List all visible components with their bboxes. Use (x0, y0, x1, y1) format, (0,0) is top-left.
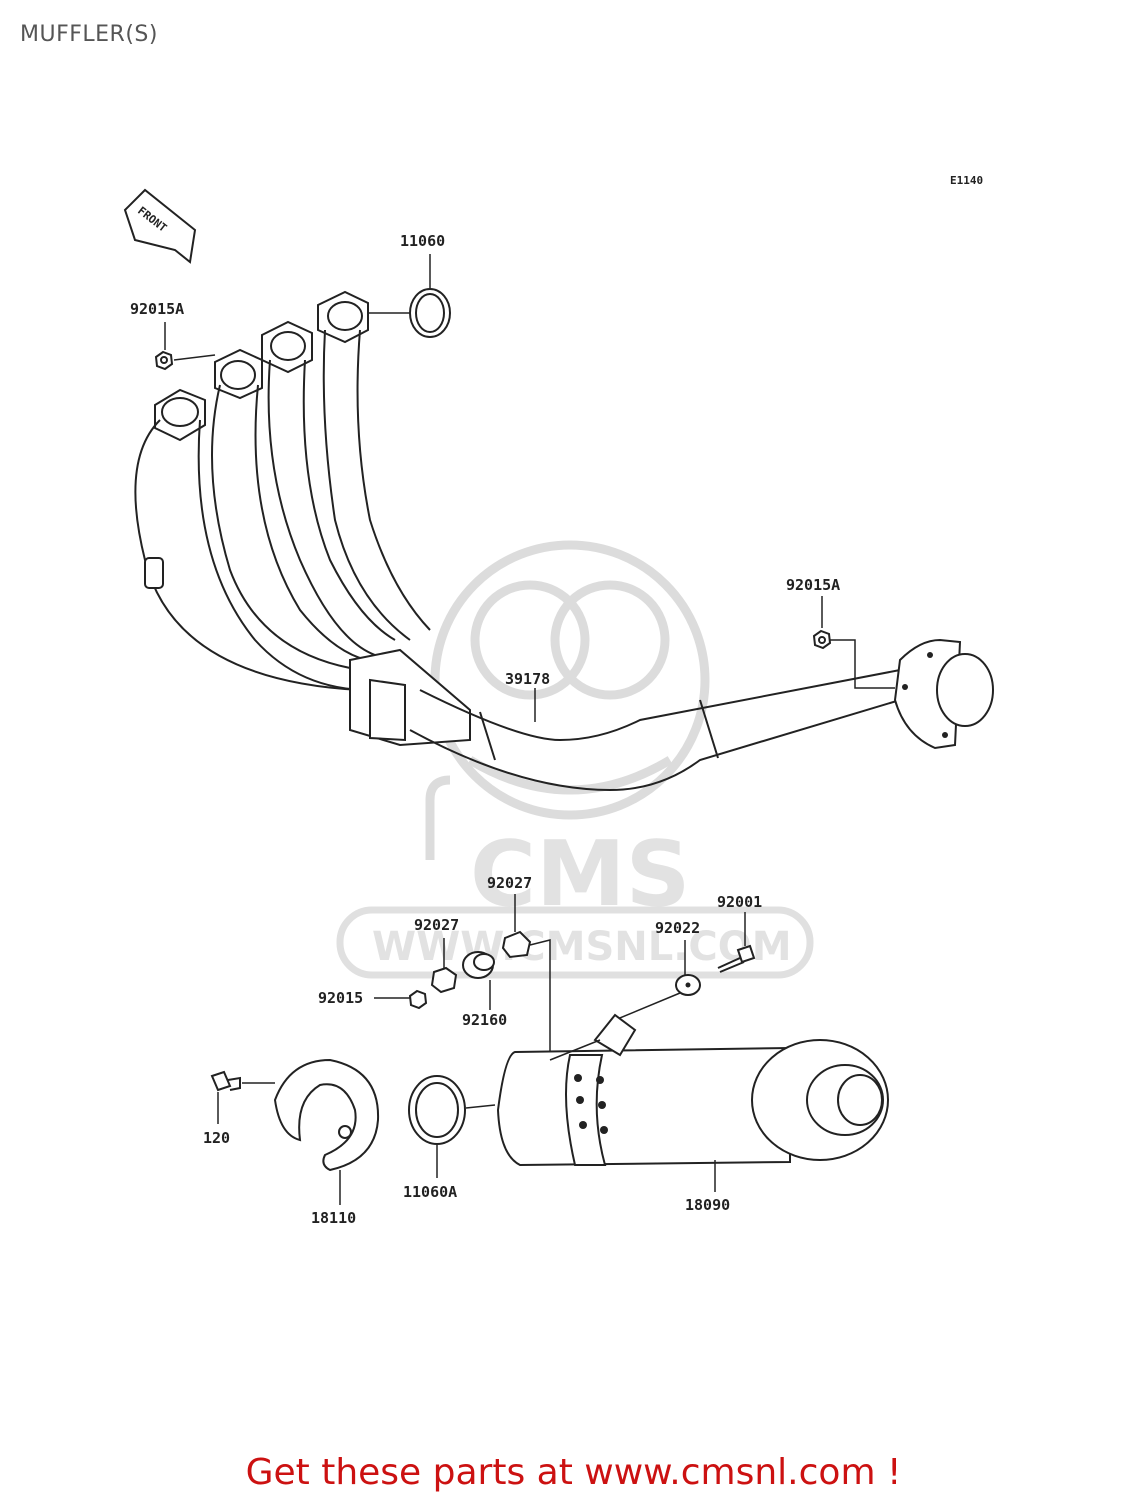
part-label-92022: 92022 (655, 919, 700, 937)
part-label-39178: 39178 (505, 670, 550, 688)
header-flange (317, 290, 369, 344)
muffler-18090: 18090 (496, 1013, 889, 1214)
header-flange (261, 320, 313, 374)
nut-92015A-top: 92015A (130, 300, 216, 371)
collar-92027-lower: 92027 (414, 916, 459, 994)
part-label-92027-upper: 92027 (487, 874, 532, 892)
nut-92015: 92015 (318, 989, 428, 1010)
part-label-11060: 11060 (400, 232, 445, 250)
part-label-92001: 92001 (717, 893, 762, 911)
part-label-92027-lower: 92027 (414, 916, 459, 934)
part-label-92015: 92015 (318, 989, 363, 1007)
part-label-92015A-top: 92015A (130, 300, 184, 318)
part-label-18090: 18090 (685, 1196, 730, 1214)
watermark: CMS WWW.CMSNL.COM (336, 540, 814, 979)
header-flange (214, 348, 263, 400)
grommet-92160: 92160 (462, 951, 507, 1029)
nut-92015A-right: 92015A (786, 576, 895, 689)
footer-link[interactable]: Get these parts at www.cmsnl.com ! (245, 1452, 902, 1493)
cover-18110: 18110 (273, 1058, 380, 1227)
collar-92027-upper: 92027 (487, 874, 551, 1060)
part-label-120: 120 (203, 1129, 230, 1147)
header-flange (154, 388, 206, 442)
drawing-code: E1140 (950, 174, 983, 187)
washer-92022: 92022 (614, 919, 701, 1021)
part-label-92015A-right: 92015A (786, 576, 840, 594)
header-pipe-39178: 39178 (505, 670, 550, 722)
exploded-parts-diagram: CMS WWW.CMSNL.COM E1140 FRONT (123, 174, 994, 1227)
front-arrow-icon: FRONT (123, 188, 197, 264)
watermark-url: WWW.CMSNL.COM (372, 924, 792, 970)
gasket-11060A: 11060A (403, 1075, 496, 1201)
bolt-92001: 92001 (717, 893, 762, 973)
part-label-11060A: 11060A (403, 1183, 457, 1201)
page-title: MUFFLER(S) (20, 22, 158, 47)
part-label-18110: 18110 (311, 1209, 356, 1227)
exhaust-header-pipes (134, 290, 994, 792)
bolt-120: 120 (203, 1070, 275, 1147)
part-label-92160: 92160 (462, 1011, 507, 1029)
gasket-11060: 11060 (368, 232, 451, 338)
